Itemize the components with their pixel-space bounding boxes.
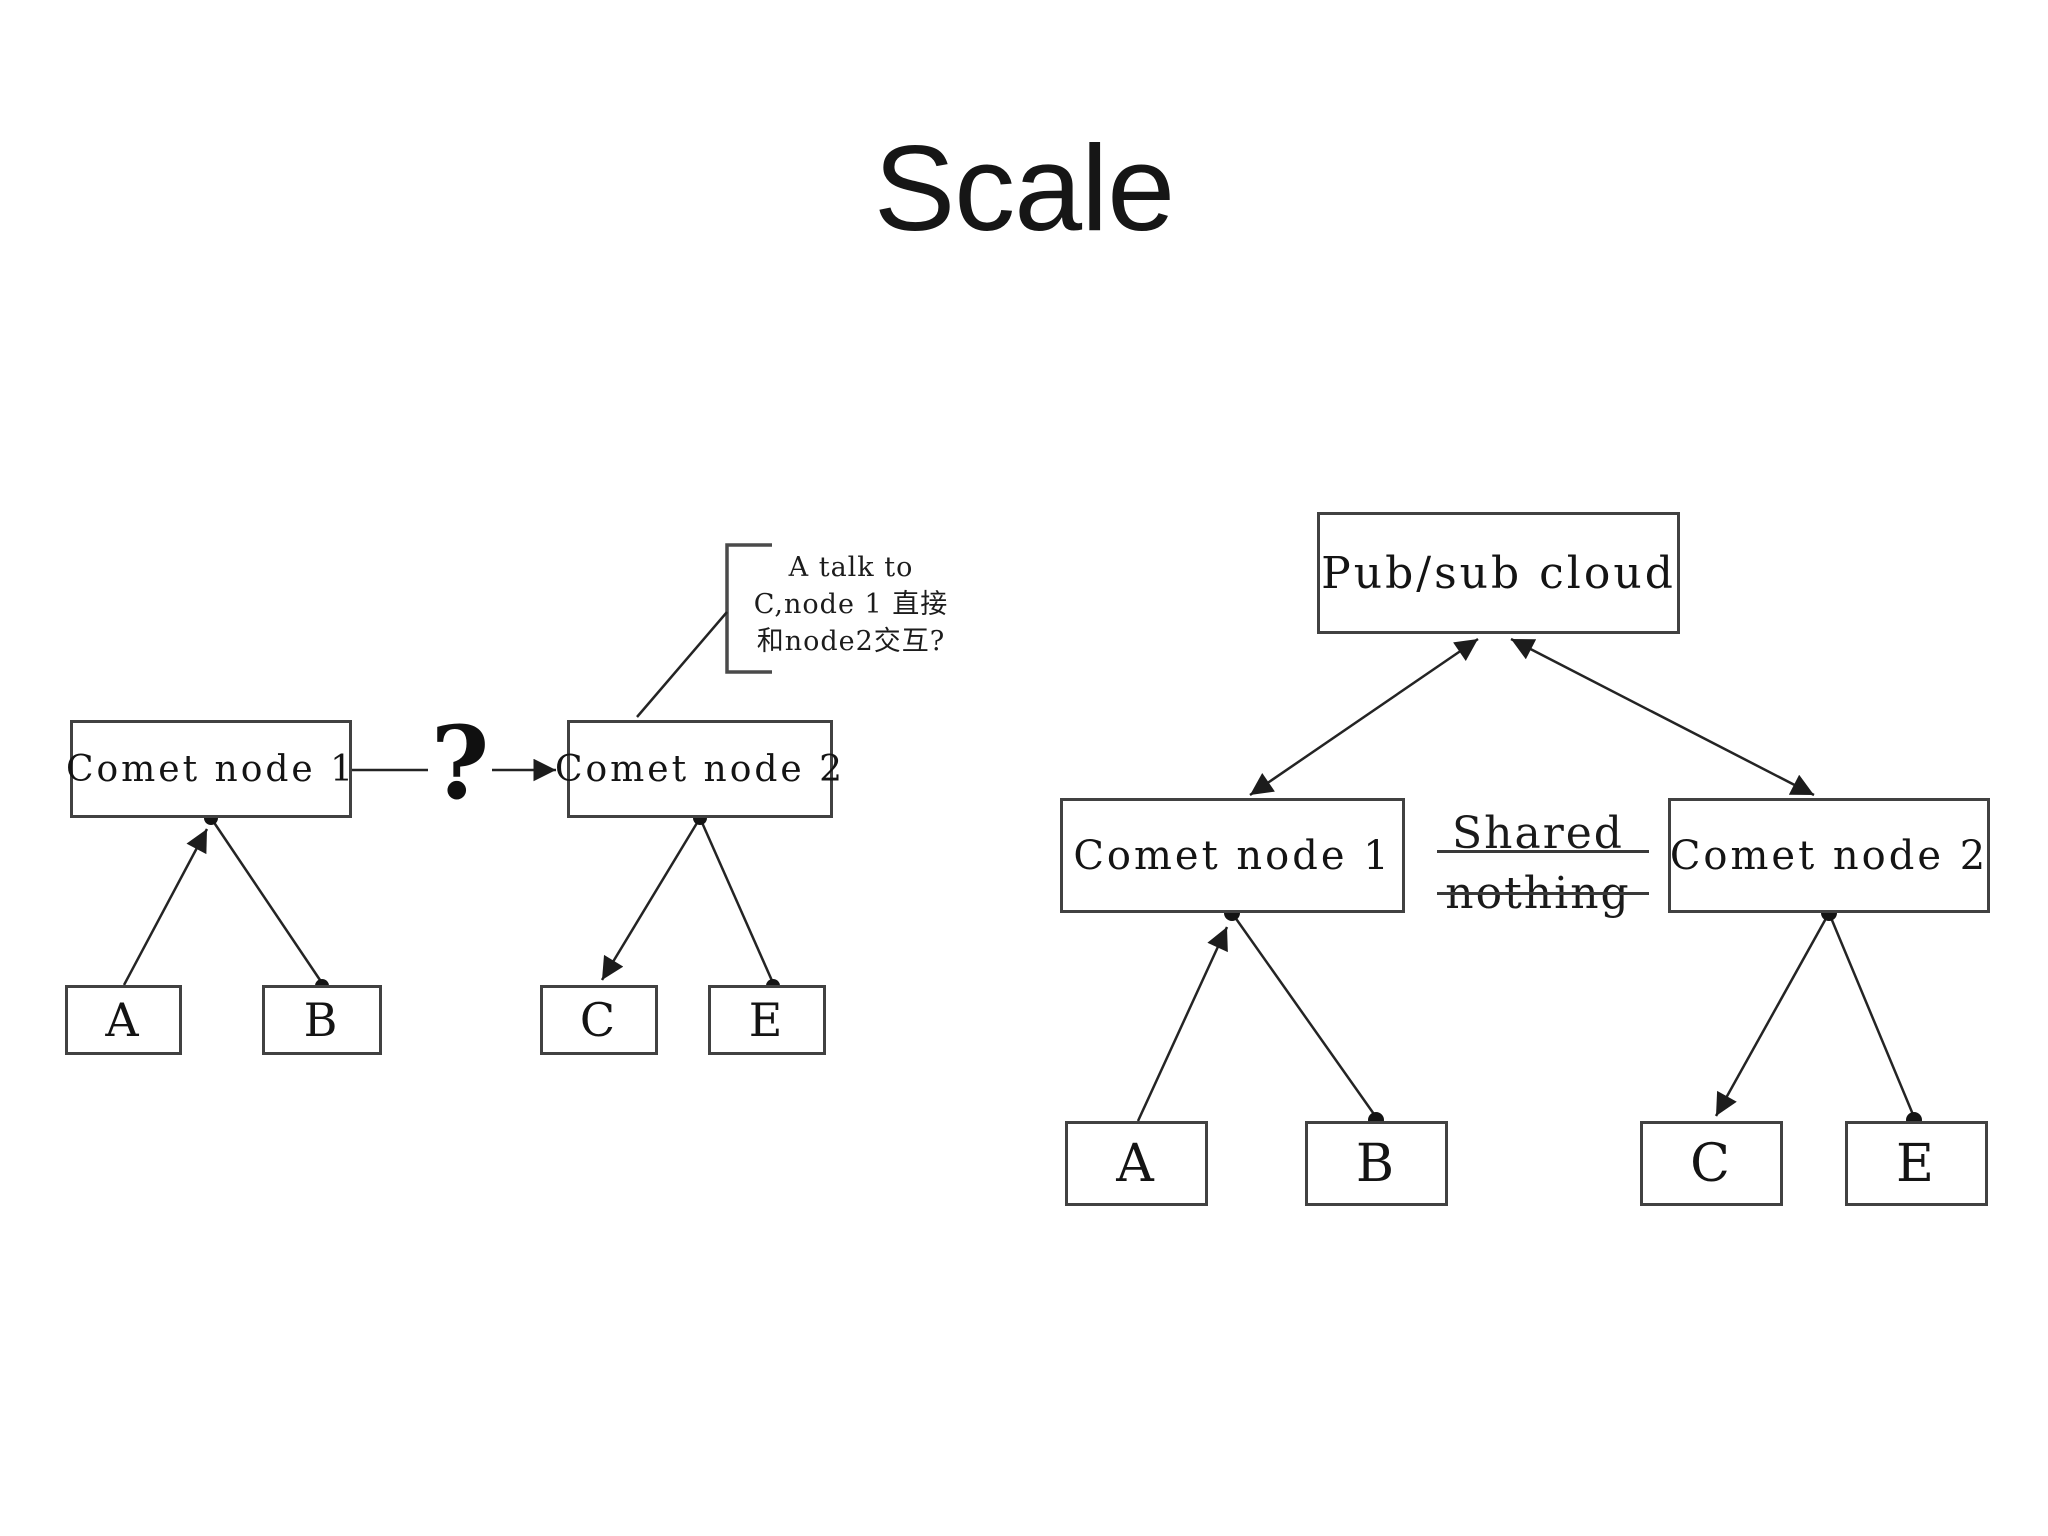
right-comet-node-2-label: Comet node 2 [1669,832,1989,879]
left-arrow-node2-to-c [600,817,702,981]
annotation-line-2: C,node 1 直接 [753,589,949,620]
left-client-b-label: B [303,993,341,1047]
left-client-e-label: E [748,993,786,1047]
annotation-line-1: A talk to [788,552,914,583]
left-client-box-e: E [708,985,826,1055]
annotation-note: A talk to C,node 1 直接 和node2交互? [735,549,967,660]
annotation-line-3: 和node2交互? [756,626,946,657]
shared-strike-line [1437,850,1649,853]
right-client-box-c: C [1640,1121,1783,1206]
pubsub-cloud-label: Pub/sub cloud [1321,547,1676,599]
right-arrow-node2-cloud [1510,637,1815,797]
right-client-a-label: A [1116,1133,1157,1194]
left-arrow-a-to-node1 [122,828,209,986]
right-arrow-node1-cloud [1249,637,1479,797]
right-comet-node-1-label: Comet node 1 [1073,832,1392,879]
left-comet-node-1-box: Comet node 1 [66,720,353,818]
left-comet-node-1-label: Comet node 1 [65,748,357,790]
right-client-box-a: A [1065,1121,1208,1206]
annotation-pointer-line [636,611,728,718]
right-arrow-a-to-node1 [1136,926,1229,1122]
left-client-c-label: C [579,993,619,1047]
left-link-node1-to-b [209,817,324,984]
slide-title: Scale [873,120,1175,256]
left-link-node2-to-e [698,817,775,984]
question-mark: ? [430,704,490,822]
annotation-bracket [725,543,772,674]
right-arrow-node2-to-c [1714,912,1831,1117]
nothing-strike-line [1437,892,1649,895]
right-client-box-b: B [1305,1121,1448,1206]
left-comet-node-2-label: Comet node 2 [554,748,846,790]
left-client-box-b: B [262,985,382,1055]
left-client-box-a: A [65,985,182,1055]
right-comet-node-2-box: Comet node 2 [1668,798,1990,913]
right-client-b-label: B [1355,1133,1398,1194]
right-client-e-label: E [1896,1133,1937,1194]
left-comet-node-2-box: Comet node 2 [555,720,842,818]
right-client-c-label: C [1690,1133,1733,1194]
pubsub-cloud-box: Pub/sub cloud [1317,512,1680,634]
right-link-node1-to-b [1230,912,1378,1118]
left-client-box-c: C [540,985,658,1055]
left-client-a-label: A [105,993,142,1047]
right-comet-node-1-box: Comet node 1 [1060,798,1405,913]
right-link-node2-to-e [1827,912,1916,1118]
right-client-box-e: E [1845,1121,1988,1206]
